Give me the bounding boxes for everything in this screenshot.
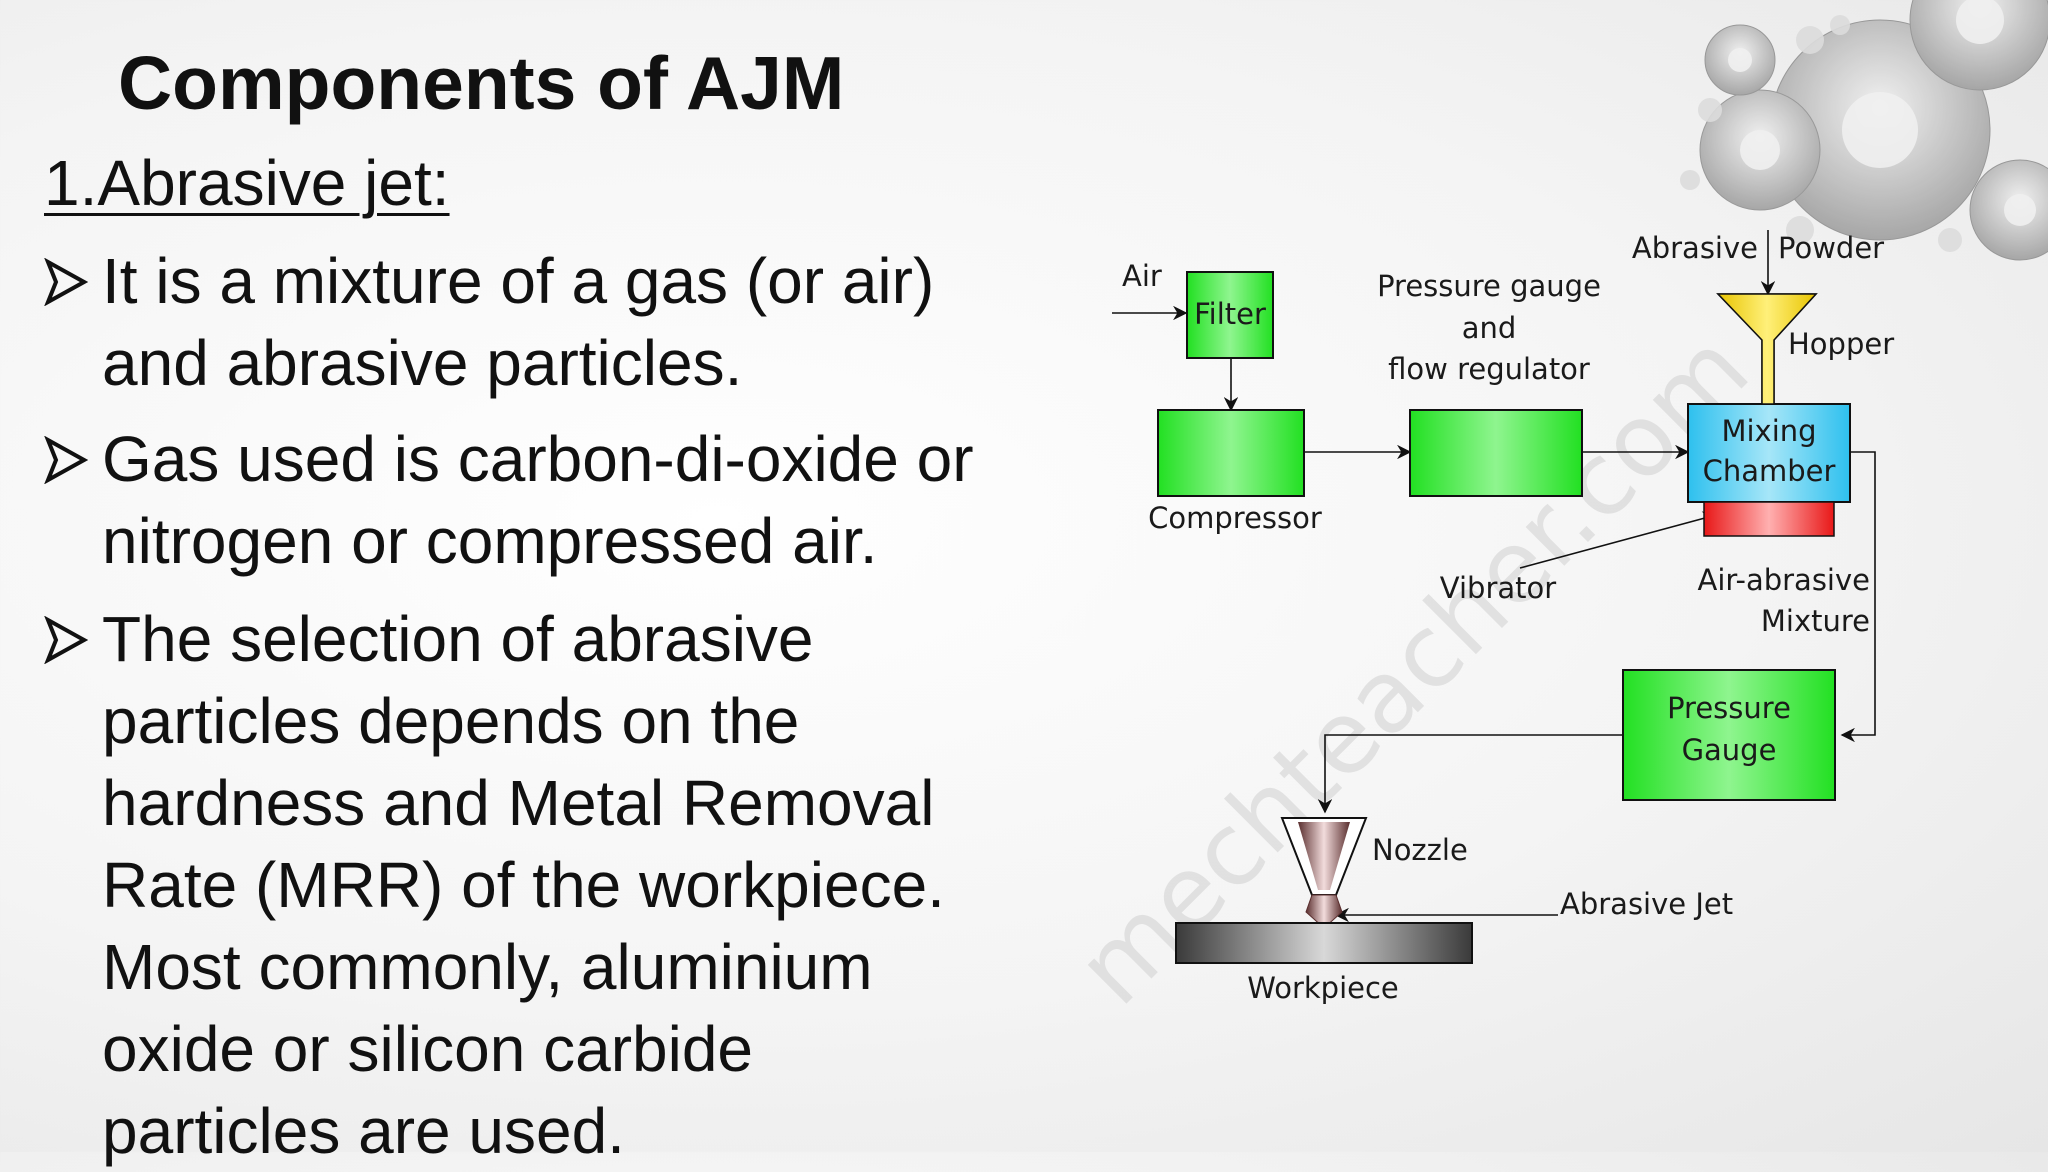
air-abrasive-label: Air-abrasive (1698, 563, 1870, 597)
arrowhead-bullet-icon (44, 418, 102, 503)
arrowhead-bullet-icon (44, 598, 102, 683)
workpiece-label: Workpiece (1247, 971, 1399, 1005)
section-heading: 1.Abrasive jet: (44, 147, 450, 219)
filter-label: Filter (1194, 297, 1266, 331)
regulator-label-line: flow regulator (1388, 352, 1590, 386)
nozzle-label: Nozzle (1372, 833, 1468, 867)
air-abrasive-label: Mixture (1761, 604, 1870, 638)
hopper-label: Hopper (1788, 327, 1894, 361)
air-label: Air (1122, 259, 1162, 293)
compressor-label: Compressor (1148, 501, 1322, 535)
pressure-gauge-label: Pressure (1667, 691, 1791, 725)
mixing-chamber-label: Chamber (1703, 454, 1836, 488)
vibrator-block (1703, 501, 1835, 537)
bullet-line: and abrasive particles. (102, 327, 743, 399)
bullet-line: particles depends on the (102, 685, 800, 757)
gears-decoration-icon (1680, 0, 2048, 261)
filter-box (1186, 271, 1274, 359)
bullet-line: oxide or silicon carbide (102, 1013, 753, 1085)
bullet-line: The selection of abrasive (102, 603, 814, 675)
compressor-box (1157, 409, 1305, 497)
bullet-item: The selection of abrasive particles depe… (44, 598, 1084, 1172)
vibrator-leader-arrow (1519, 511, 1718, 569)
vibrator-label: Vibrator (1440, 571, 1556, 605)
regulator-label-line: Pressure gauge (1377, 269, 1601, 303)
hopper-funnel-icon (1716, 293, 1818, 405)
ajm-diagram: mechteacher.com (1080, 230, 1894, 1027)
abrasive-powder-label: Powder (1778, 231, 1884, 265)
bullet-item: It is a mixture of a gas (or air) and ab… (44, 240, 1084, 404)
bullet-line: Rate (MRR) of the workpiece. (102, 849, 945, 921)
pressure-regulator-box (1409, 409, 1583, 497)
bullet-line: hardness and Metal Removal (102, 767, 935, 839)
bullet-line: Gas used is carbon-di-oxide or (102, 423, 974, 495)
bullet-line: particles are used. (102, 1095, 625, 1167)
abrasive-powder-label: Abrasive (1632, 231, 1758, 265)
slide-title: Components of AJM (118, 41, 845, 125)
arrowhead-bullet-icon (44, 240, 102, 325)
mixing-chamber-label: Mixing (1721, 414, 1816, 448)
bullet-line: It is a mixture of a gas (or air) (102, 245, 935, 317)
mixing-chamber-box (1687, 403, 1851, 503)
gauge-to-nozzle-arrow (1317, 734, 1623, 814)
mixture-feed-arrow (1840, 451, 1876, 743)
regulator-label-line: and (1462, 311, 1517, 345)
bullet-line: Most commonly, aluminium (102, 931, 873, 1003)
pressure-gauge-box (1622, 669, 1836, 801)
bullet-item: Gas used is carbon-di-oxide or nitrogen … (44, 418, 1084, 582)
nozzle-icon (1280, 817, 1368, 929)
pressure-gauge-label: Gauge (1682, 733, 1777, 767)
workpiece-block (1175, 922, 1473, 964)
abrasive-jet-label: Abrasive Jet (1560, 887, 1733, 921)
bullet-line: nitrogen or compressed air. (102, 505, 878, 577)
